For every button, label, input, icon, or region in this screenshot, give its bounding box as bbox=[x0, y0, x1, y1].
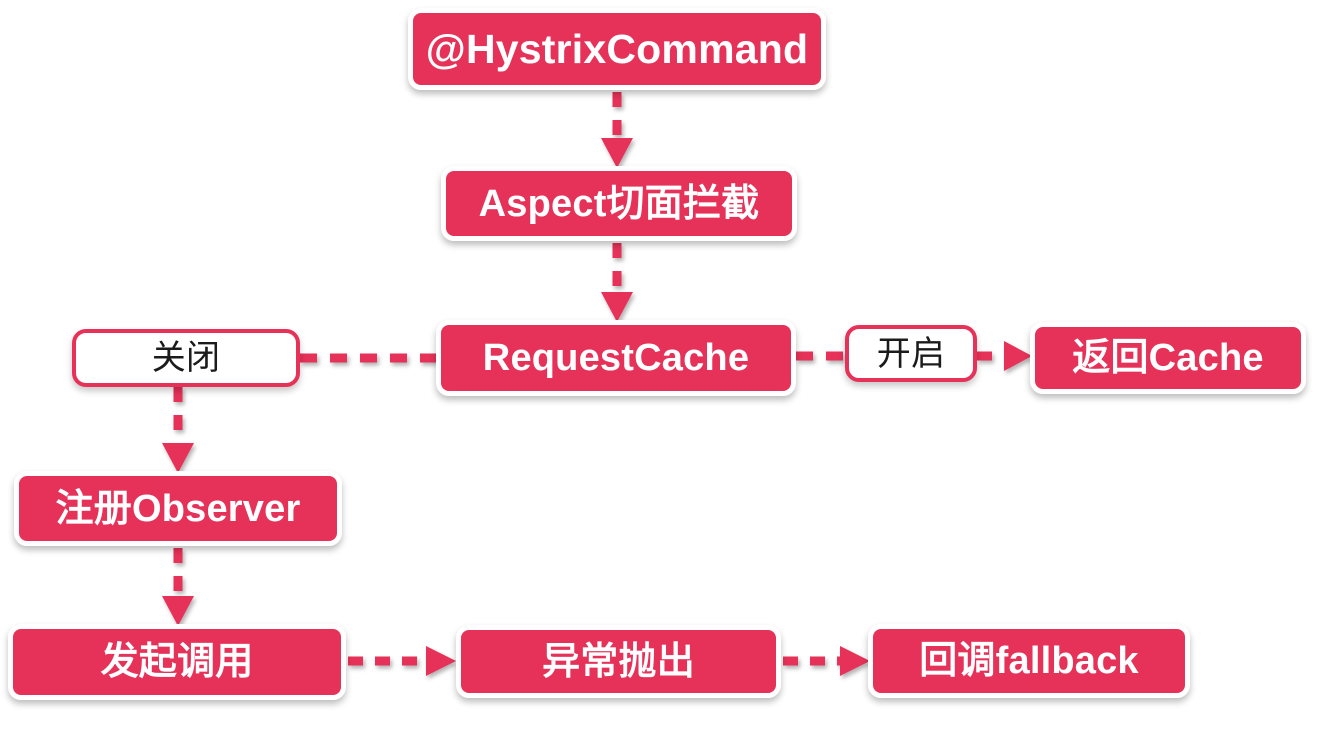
node-label: 开启 bbox=[876, 334, 946, 373]
node-label: 注册Observer bbox=[55, 487, 301, 530]
edge-invoke-to-exception bbox=[348, 646, 456, 676]
edge-enabled-to-returncache bbox=[977, 341, 1032, 371]
node-hystrix-command[interactable]: @HystrixCommand bbox=[408, 8, 826, 90]
edge-command-to-aspect bbox=[601, 92, 633, 168]
edge-observer-to-invoke bbox=[162, 548, 194, 626]
node-label: RequestCache bbox=[482, 337, 750, 379]
node-label: @HystrixCommand bbox=[425, 25, 809, 72]
node-label: Aspect切面拦截 bbox=[478, 182, 760, 225]
node-return-cache[interactable]: 返回Cache bbox=[1030, 322, 1306, 394]
node-label: 异常抛出 bbox=[542, 640, 695, 683]
node-label: 回调fallback bbox=[919, 640, 1139, 682]
node-register-observer[interactable]: 注册Observer bbox=[14, 471, 342, 546]
node-aspect-intercept[interactable]: Aspect切面拦截 bbox=[441, 166, 797, 241]
node-label: 关闭 bbox=[151, 339, 221, 377]
edge-aspect-to-requestcache bbox=[601, 243, 633, 322]
node-fallback-callback[interactable]: 回调fallback bbox=[868, 624, 1190, 698]
node-cache-enabled[interactable]: 开启 bbox=[845, 325, 977, 382]
node-label: 发起调用 bbox=[100, 641, 254, 683]
node-invoke-call[interactable]: 发起调用 bbox=[8, 624, 346, 700]
edge-disabled-to-observer bbox=[162, 387, 194, 473]
edge-exception-to-fallback bbox=[783, 646, 870, 676]
node-label: 返回Cache bbox=[1072, 337, 1264, 379]
node-cache-disabled[interactable]: 关闭 bbox=[72, 329, 300, 387]
node-throw-exception[interactable]: 异常抛出 bbox=[456, 625, 781, 698]
node-request-cache[interactable]: RequestCache bbox=[436, 320, 796, 396]
